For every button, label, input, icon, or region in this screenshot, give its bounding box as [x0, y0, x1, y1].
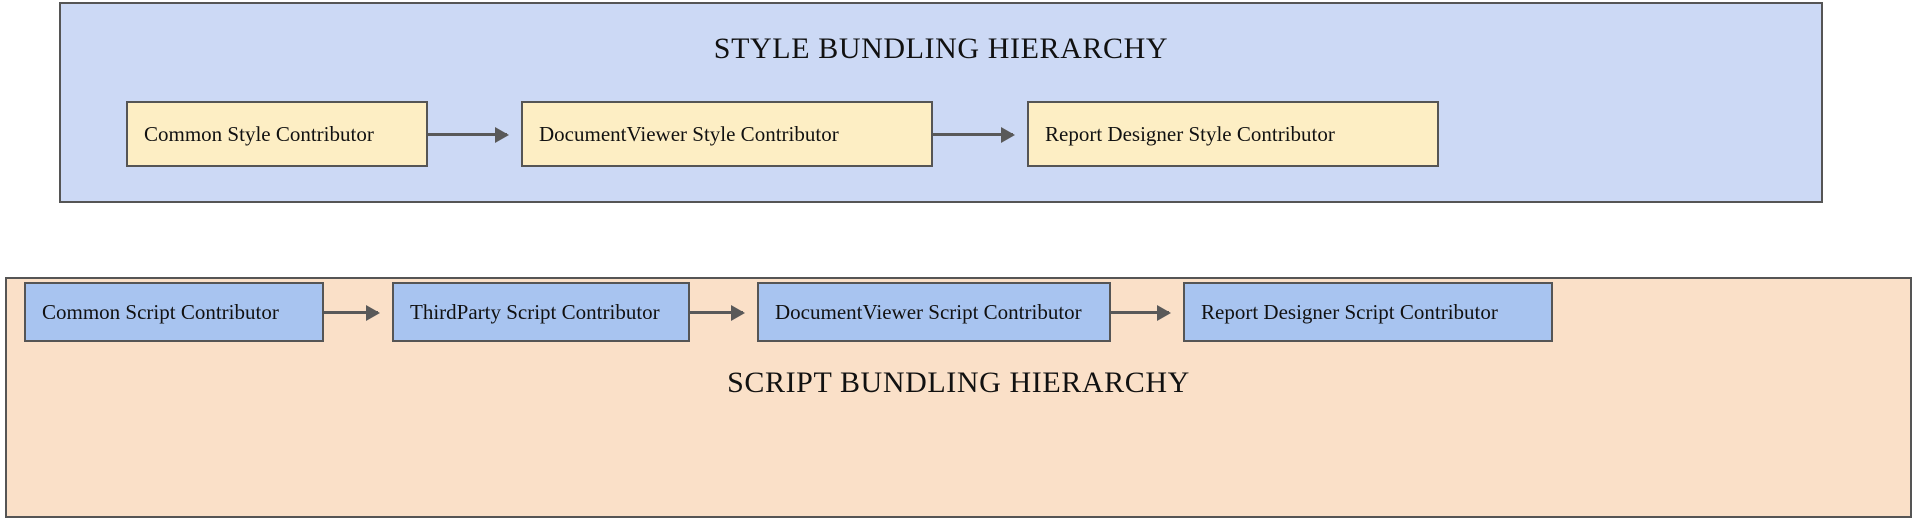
- arrow-documentviewer-to-reportdesigner-style: [933, 133, 1013, 136]
- group-style-bundling-hierarchy: STYLE BUNDLING HIERARCHY Common Style Co…: [59, 2, 1823, 203]
- node-label: Report Designer Style Contributor: [1045, 121, 1335, 146]
- node-label: ThirdParty Script Contributor: [410, 299, 660, 324]
- group-title-style-bundling-hierarchy: STYLE BUNDLING HIERARCHY: [713, 32, 1169, 65]
- arrow-thirdparty-to-documentviewer-script: [690, 311, 743, 314]
- node-label: Report Designer Script Contributor: [1201, 299, 1498, 324]
- node-report-designer-script-contributor[interactable]: Report Designer Script Contributor: [1183, 282, 1553, 342]
- node-common-style-contributor[interactable]: Common Style Contributor: [126, 101, 428, 167]
- arrow-documentviewer-to-reportdesigner-script: [1111, 311, 1169, 314]
- arrow-common-to-documentviewer-style: [428, 133, 507, 136]
- node-thirdparty-script-contributor[interactable]: ThirdParty Script Contributor: [392, 282, 690, 342]
- node-label: DocumentViewer Script Contributor: [775, 299, 1082, 324]
- group-script-bundling-hierarchy: Common Script Contributor ThirdParty Scr…: [5, 277, 1912, 518]
- node-label: Common Style Contributor: [144, 121, 374, 146]
- node-label: Common Script Contributor: [42, 299, 279, 324]
- arrow-common-to-thirdparty-script: [324, 311, 378, 314]
- node-label: DocumentViewer Style Contributor: [539, 121, 839, 146]
- node-common-script-contributor[interactable]: Common Script Contributor: [24, 282, 324, 342]
- node-report-designer-style-contributor[interactable]: Report Designer Style Contributor: [1027, 101, 1439, 167]
- node-documentviewer-script-contributor[interactable]: DocumentViewer Script Contributor: [757, 282, 1111, 342]
- node-documentviewer-style-contributor[interactable]: DocumentViewer Style Contributor: [521, 101, 933, 167]
- group-title-script-bundling-hierarchy: SCRIPT BUNDLING HIERARCHY: [727, 366, 1190, 399]
